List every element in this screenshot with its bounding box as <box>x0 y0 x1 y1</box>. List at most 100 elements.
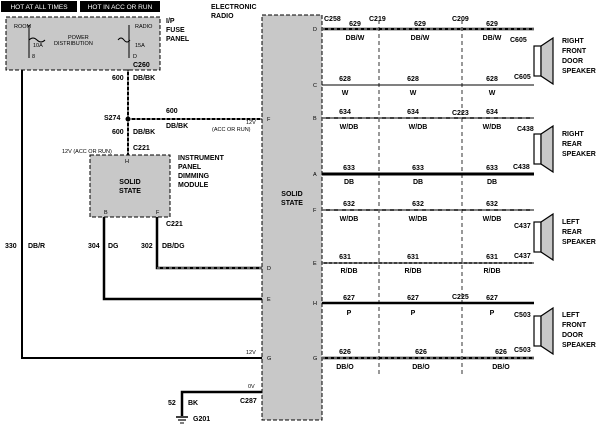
dimming-module-box <box>89 154 171 218</box>
wire-628-num-a: 628 <box>339 76 351 83</box>
wire-627-num-b: 627 <box>407 295 419 302</box>
connector-c605-top: C605 <box>510 37 527 44</box>
wire-633-num-c: 633 <box>486 165 498 172</box>
radio-right-pin-e: E <box>313 261 317 267</box>
wire-629-color-b: DB/W <box>411 35 430 42</box>
radio-body-2: STATE <box>281 200 303 207</box>
connector-c438-top: C438 <box>517 126 534 133</box>
wire-632-color-a: W/DB <box>340 216 359 223</box>
wire-631-color-b: R/DB <box>404 268 421 275</box>
wire-302-number: 302 <box>141 243 153 250</box>
wire-633-num-a: 633 <box>343 165 355 172</box>
wire-627-color-b: P <box>411 310 416 317</box>
power-distribution-line2: DISTRIBUTION <box>54 41 93 47</box>
wire-600-v-color: DB/BK <box>133 129 155 136</box>
connector-c503-bottom: C503 <box>514 347 531 354</box>
wire-633-color-a: DB <box>344 179 354 186</box>
speaker-lf-title-3: DOOR <box>562 332 583 339</box>
speaker-lr-title-3: SPEAKER <box>562 239 596 246</box>
dimming-body-2: STATE <box>119 188 141 195</box>
radio-body-1: SOLID <box>281 191 302 198</box>
speaker-rf-title-4: SPEAKER <box>562 68 596 75</box>
speaker-rr-title-2: REAR <box>562 141 582 148</box>
dimming-body-1: SOLID <box>119 179 140 186</box>
fuse-right-symbol <box>117 37 131 43</box>
ground-g201: G201 <box>193 416 210 423</box>
speaker-symbol-rf <box>533 36 554 86</box>
speaker-rr-title-3: SPEAKER <box>562 151 596 158</box>
wire-629-color-a: DB/W <box>346 35 365 42</box>
connector-c287: C287 <box>240 398 257 405</box>
wire-632-num-c: 632 <box>486 201 498 208</box>
fuse-room-label: ROOM <box>14 24 32 30</box>
wire-627-color-a: P <box>347 310 352 317</box>
radio-0v: 0V <box>248 384 255 390</box>
fuse-right-rating: 15A <box>135 43 145 49</box>
connector-c225: C225 <box>452 294 469 301</box>
wire-626-num-c: 626 <box>495 349 507 356</box>
wire-627-num-c: 627 <box>486 295 498 302</box>
banner-hot-acc-run <box>80 1 160 12</box>
speaker-rf-title-3: DOOR <box>562 58 583 65</box>
wire-629-num-c: 629 <box>486 21 498 28</box>
wire-628-color-b: W <box>410 90 417 97</box>
speaker-rf-title-1: RIGHT <box>562 38 585 45</box>
speaker-lf-title-4: SPEAKER <box>562 342 596 349</box>
banner-hot-always <box>1 1 77 12</box>
speaker-symbol-rr <box>533 124 554 174</box>
wire-52-color: BK <box>188 400 198 407</box>
connector-c438-bottom: C438 <box>513 164 530 171</box>
wire-600-h-number: 600 <box>166 108 178 115</box>
radio-right-pin-a: A <box>313 172 317 178</box>
wire-631-color-c: R/DB <box>483 268 500 275</box>
wire-330-number: 330 <box>5 243 17 250</box>
wire-634-color-c: W/DB <box>483 124 502 131</box>
radio-title-1: ELECTRONIC <box>211 4 257 11</box>
wire-600-top-number: 600 <box>112 75 124 82</box>
fuse-left-rating: 10A <box>33 43 43 49</box>
fuse-radio-label: RADIO <box>135 24 153 30</box>
speaker-rf-title-2: FRONT <box>562 48 587 55</box>
radio-left-pin-d: D <box>267 266 271 272</box>
speaker-rr-title-1: RIGHT <box>562 131 585 138</box>
connector-c221-top: C221 <box>133 145 150 152</box>
dimming-pin-h: H <box>125 159 129 165</box>
wire-633-color-c: DB <box>487 179 497 186</box>
wire-632-color-c: W/DB <box>483 216 502 223</box>
speaker-lr-title-1: LEFT <box>562 219 580 226</box>
radio-box <box>261 14 323 421</box>
wire-628-num-c: 628 <box>486 76 498 83</box>
wire-631-num-a: 631 <box>339 254 351 261</box>
banner-hot-always-text: HOT AT ALL TIMES <box>10 4 68 11</box>
speaker-lf-title-1: LEFT <box>562 312 580 319</box>
connector-c260: C260 <box>133 62 150 69</box>
wire-628-color-a: W <box>342 90 349 97</box>
wire-626-color-b: DB/O <box>412 364 430 371</box>
banner-hot-acc-run-text: HOT IN ACC OR RUN <box>88 4 153 11</box>
connector-c437-bottom: C437 <box>514 253 531 260</box>
wire-626-num-b: 626 <box>415 349 427 356</box>
radio-right-pin-c: C <box>313 83 317 89</box>
wire-628-num-b: 628 <box>407 76 419 83</box>
wire-629-num-a: 629 <box>349 21 361 28</box>
wire-631-num-b: 631 <box>407 254 419 261</box>
wire-330-color: DB/R <box>28 243 45 250</box>
connector-c209: C209 <box>452 16 469 23</box>
fuse-right-pin: D <box>133 54 137 60</box>
dimming-title-4: MODULE <box>178 182 209 189</box>
connector-c219: C219 <box>369 16 386 23</box>
wire-632-num-b: 632 <box>412 201 424 208</box>
radio-title-2: RADIO <box>211 13 234 20</box>
speaker-symbol-lr <box>533 212 554 262</box>
wire-632-num-a: 632 <box>343 201 355 208</box>
power-distribution-line1: POWER <box>68 35 89 41</box>
radio-right-pin-b: B <box>313 116 317 122</box>
connector-c258: C258 <box>324 16 341 23</box>
wire-600-top-color: DB/BK <box>133 75 155 82</box>
radio-acc-run-note: (ACC OR RUN) <box>212 127 251 133</box>
wire-633-num-b: 633 <box>412 165 424 172</box>
wire-626-color-c: DB/O <box>492 364 510 371</box>
wire-627-color-c: P <box>490 310 495 317</box>
wire-52-bk <box>180 390 262 416</box>
